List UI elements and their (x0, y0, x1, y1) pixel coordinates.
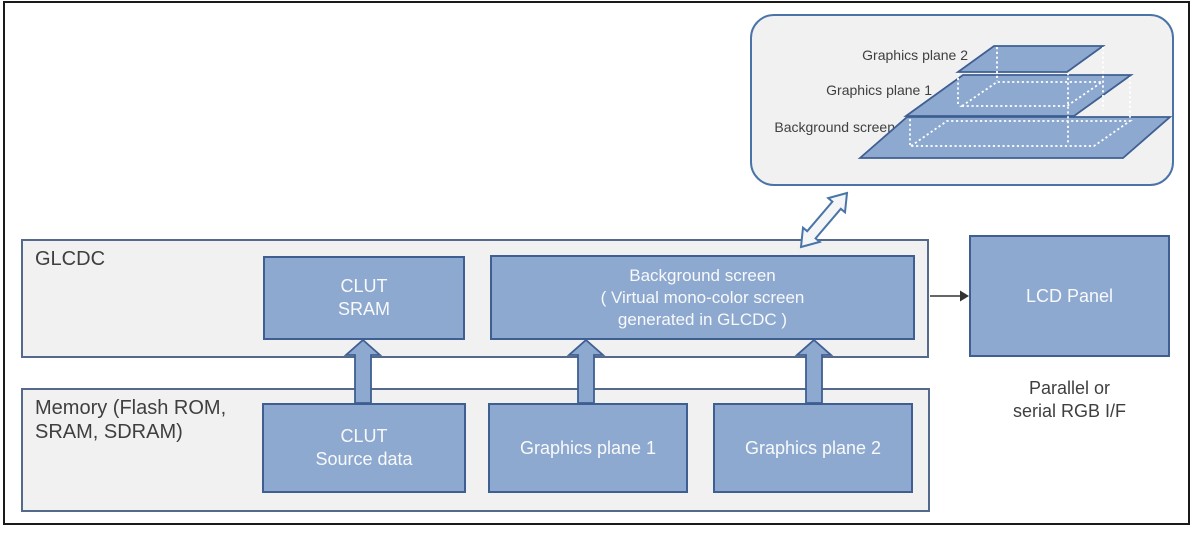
memory-label-line2: SRAM, SDRAM) (35, 421, 183, 443)
clut-sram-line1: CLUT (340, 276, 388, 296)
graphics-plane-1-box: Graphics plane 1 (488, 403, 688, 493)
diagram-frame (3, 1, 1190, 525)
background-screen-box: Background screen ( Virtual mono-color s… (490, 255, 915, 340)
background-screen-line3: generated in GLCDC ) (617, 309, 788, 329)
lcd-interface-line2: serial RGB I/F (1012, 401, 1127, 421)
lcd-interface-caption: Parallel or serial RGB I/F (969, 377, 1170, 423)
memory-label-line1: Memory (Flash ROM, (35, 397, 227, 419)
graphics-plane-2-box: Graphics plane 2 (713, 403, 913, 493)
plane-stack-label-background-screen: Background screen (774, 119, 895, 135)
clut-source-data-box: CLUT Source data (262, 403, 466, 493)
graphics-plane-1-label: Graphics plane 1 (519, 437, 657, 458)
clut-sram-line2: SRAM (337, 299, 390, 319)
plane-stack-panel (750, 14, 1174, 186)
memory-label: Memory (Flash ROM, SRAM, SDRAM) (35, 396, 226, 444)
clut-source-line2: Source data (315, 449, 413, 469)
graphics-plane-2-label: Graphics plane 2 (744, 437, 882, 458)
background-screen-line2: ( Virtual mono-color screen (600, 287, 805, 307)
clut-sram-box: CLUT SRAM (263, 256, 465, 340)
background-screen-line1: Background screen (629, 265, 776, 285)
lcd-interface-line1: Parallel or (1028, 378, 1111, 398)
plane-stack-label-graphics-plane-2: Graphics plane 2 (862, 47, 968, 63)
clut-source-line1: CLUT (340, 426, 388, 446)
lcd-panel-box: LCD Panel (969, 235, 1170, 357)
glcdc-label: GLCDC (35, 248, 106, 270)
lcd-panel-label: LCD Panel (1025, 285, 1114, 306)
plane-stack-label-graphics-plane-1: Graphics plane 1 (826, 82, 932, 98)
